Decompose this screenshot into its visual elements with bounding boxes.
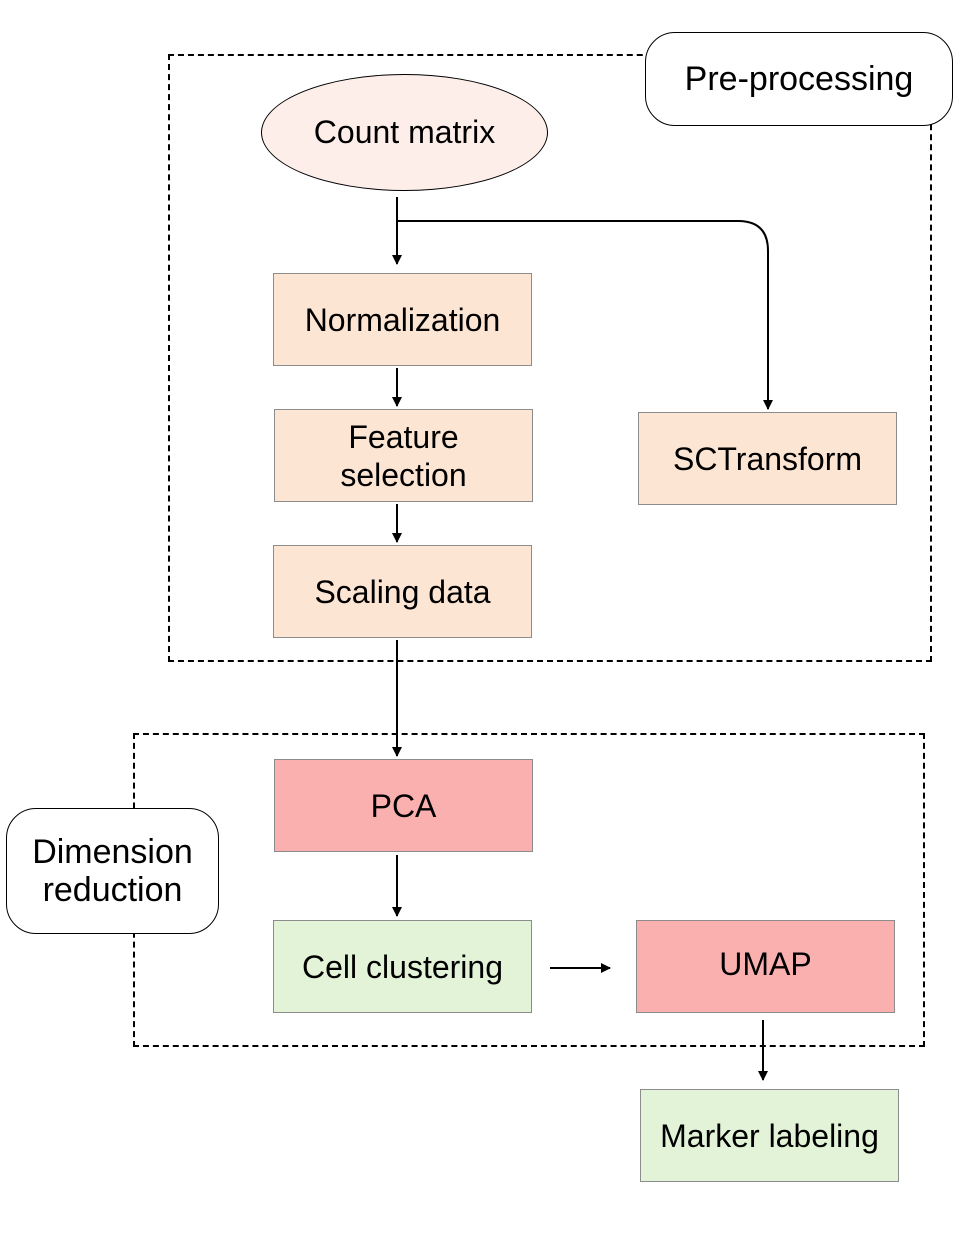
preprocessing-group	[168, 54, 932, 662]
umap-node: UMAP	[636, 920, 895, 1013]
normalization-node: Normalization	[273, 273, 532, 366]
count-matrix-node: Count matrix	[261, 74, 548, 191]
pca-node: PCA	[274, 759, 533, 852]
preprocessing-label: Pre-processing	[645, 32, 953, 126]
arrow-count-to-sctransform	[397, 220, 773, 410]
marker-labeling-node: Marker labeling	[640, 1089, 899, 1182]
dimension-reduction-label: Dimension reduction	[6, 808, 219, 934]
feature-selection-node: Feature selection	[274, 409, 533, 502]
cell-clustering-node: Cell clustering	[273, 920, 532, 1013]
scaling-data-node: Scaling data	[273, 545, 532, 638]
sctransform-node: SCTransform	[638, 412, 897, 505]
